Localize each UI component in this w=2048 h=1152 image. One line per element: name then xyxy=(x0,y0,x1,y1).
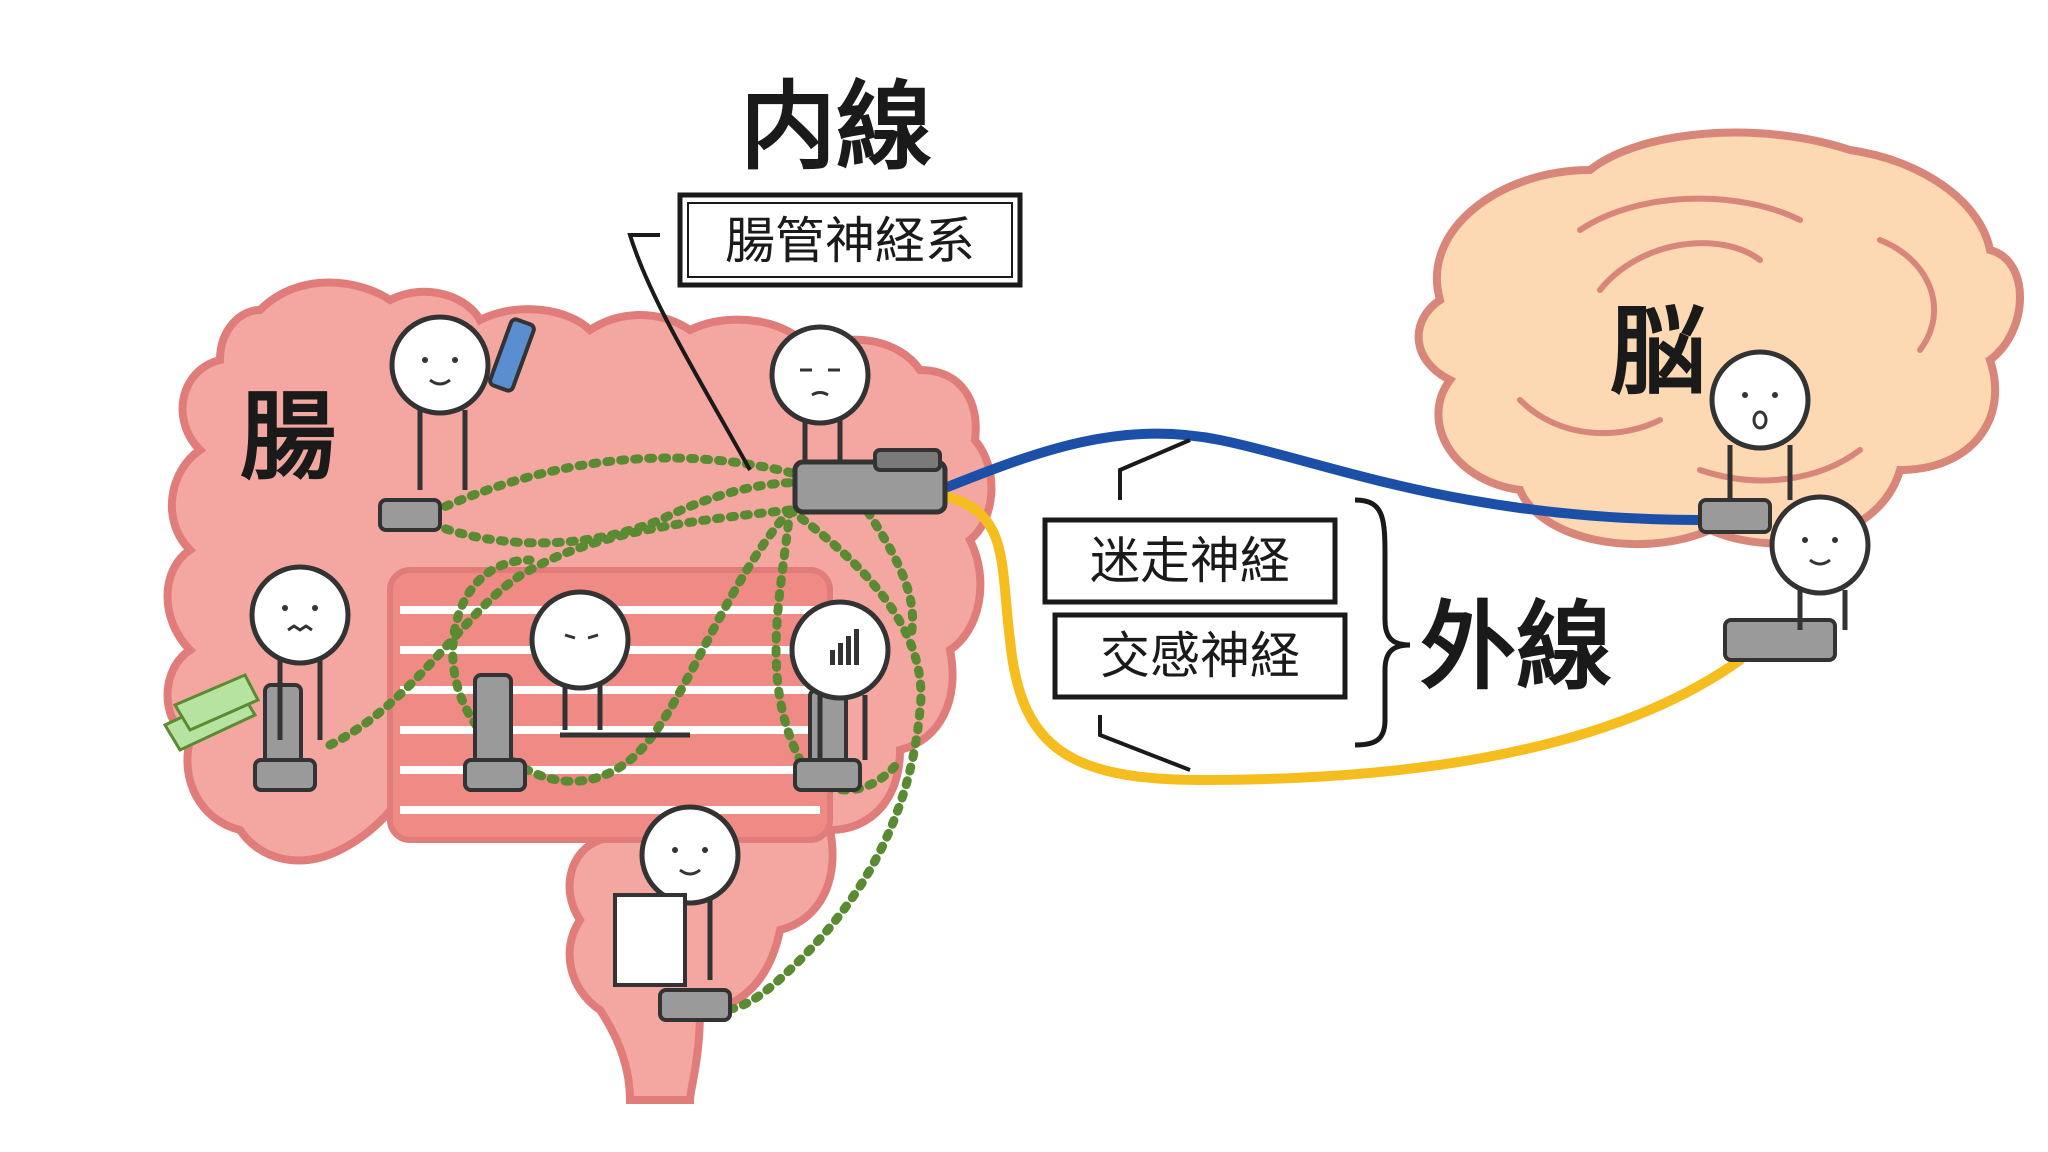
person-right-chart xyxy=(792,602,888,760)
person-top-left xyxy=(392,317,488,490)
external-bracket xyxy=(1354,497,1411,748)
brain-fold xyxy=(1877,237,1938,353)
vagus-nerve-line xyxy=(935,428,1705,525)
telephone-icon xyxy=(1723,618,1837,662)
bar-chart-icon xyxy=(830,629,859,665)
mobile-phone-icon xyxy=(488,317,536,393)
sympathetic-nerve-line xyxy=(935,490,1745,786)
brain-fold xyxy=(1597,240,1763,293)
person-bottom-paper xyxy=(613,807,738,987)
telephone-icon xyxy=(1698,498,1772,534)
brain-label: 脳 xyxy=(1610,296,1706,408)
mobile-phone-icon xyxy=(253,683,317,792)
person-left-nervous xyxy=(252,567,348,740)
enteric-pointer xyxy=(627,233,752,471)
vagus-nerve-label: 迷走神経 xyxy=(1090,532,1290,590)
telephone-icon xyxy=(378,498,442,532)
telephone-icon xyxy=(658,988,732,1022)
network-line xyxy=(771,505,905,795)
enteric-nervous-system-box: 腸管神経系 xyxy=(677,192,1023,288)
brain-fold xyxy=(1517,397,1663,437)
person-top-right xyxy=(772,327,868,460)
money-icon xyxy=(162,673,261,752)
enteric-nervous-system-label: 腸管神経系 xyxy=(725,212,975,270)
sympathetic-nerve-box: 交感神経 xyxy=(1052,612,1348,700)
sympathetic-pointer xyxy=(1098,715,1191,772)
network-line xyxy=(325,505,795,750)
network-line xyxy=(715,505,926,1015)
brain-fold xyxy=(1577,195,1803,233)
person-center-thinking xyxy=(532,592,690,738)
vagus-pointer xyxy=(1118,438,1191,500)
internal-line-title: 内線 xyxy=(740,71,932,183)
mobile-phone-icon xyxy=(463,673,527,792)
external-line-title: 外線 xyxy=(1420,591,1612,703)
person-brain-2 xyxy=(1772,497,1868,630)
person-brain-1 xyxy=(1712,352,1808,500)
brain: 脳 xyxy=(1414,128,2024,549)
network-line xyxy=(855,495,918,645)
brain-shape xyxy=(1414,128,2024,549)
sympathetic-nerve-label: 交感神経 xyxy=(1100,627,1300,685)
telephone-icon xyxy=(792,448,948,515)
vagus-nerve-box: 迷走神経 xyxy=(1042,517,1338,605)
network-line xyxy=(448,505,795,786)
intestine-label: 腸 xyxy=(240,381,336,493)
paper-icon xyxy=(613,893,687,987)
